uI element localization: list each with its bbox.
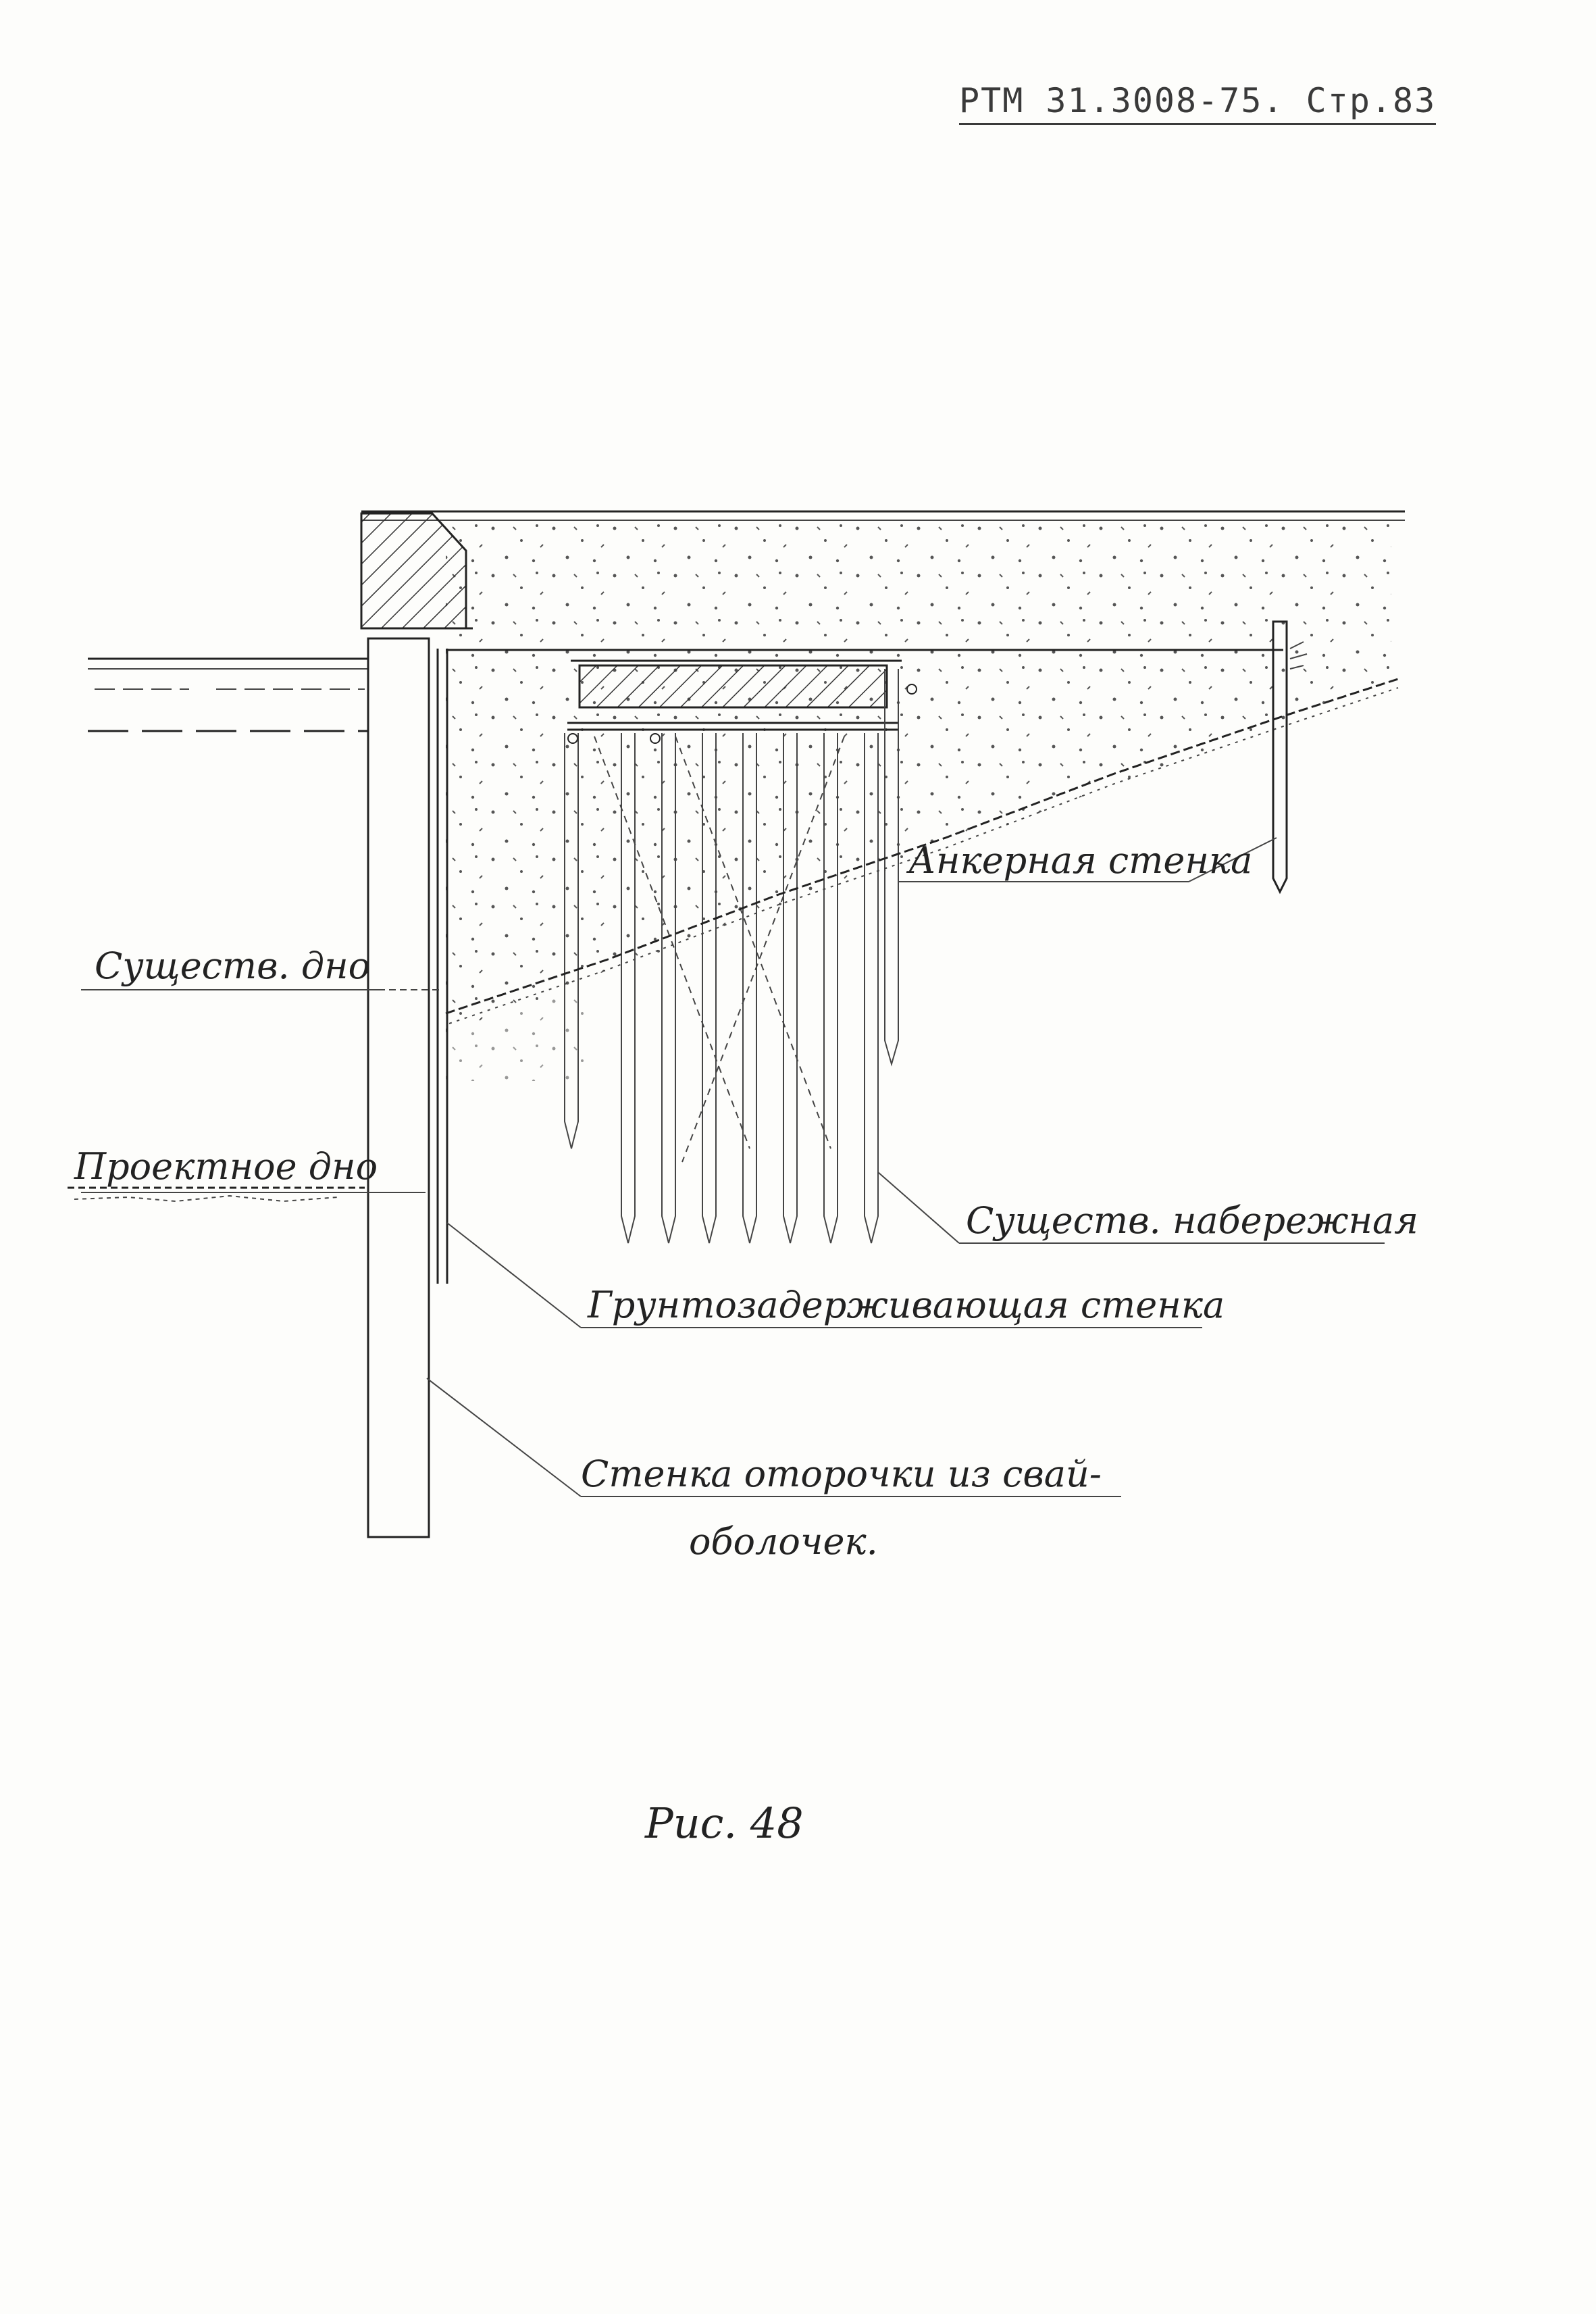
water-level: [88, 657, 368, 732]
existing-quay-deck: [567, 659, 917, 744]
document-reference: РТМ 31.3008-75. Стр.83: [959, 81, 1437, 125]
leader-lines: [81, 837, 1385, 1497]
design-bottom: [68, 1186, 365, 1203]
figure-caption: Рис. 48: [644, 1799, 804, 1848]
backfill-soil: [446, 520, 1391, 1081]
label-design-bottom: Проектное дно: [74, 1145, 378, 1188]
edging-wall-cap: [360, 512, 473, 630]
label-existing-bottom: Существ. дно: [95, 945, 370, 987]
label-retaining-wall: Грунтозадерживающая стенка: [587, 1284, 1225, 1326]
quay-surface: [361, 510, 1405, 651]
label-edging-wall-line2: оболочек.: [689, 1520, 878, 1563]
edging-shell-pile-wall: [367, 637, 430, 1538]
retaining-sheet-wall: [436, 649, 448, 1284]
existing-bottom-slope: [445, 678, 1399, 1024]
existing-quay-piles: [564, 669, 899, 1244]
label-edging-wall-line1: Стенка оторочки из свай-: [581, 1453, 1102, 1495]
label-existing-quay: Существ. набережная: [966, 1199, 1418, 1242]
label-anchor-wall: Анкерная стенка: [906, 839, 1252, 882]
anchor-wall: [1272, 620, 1308, 895]
